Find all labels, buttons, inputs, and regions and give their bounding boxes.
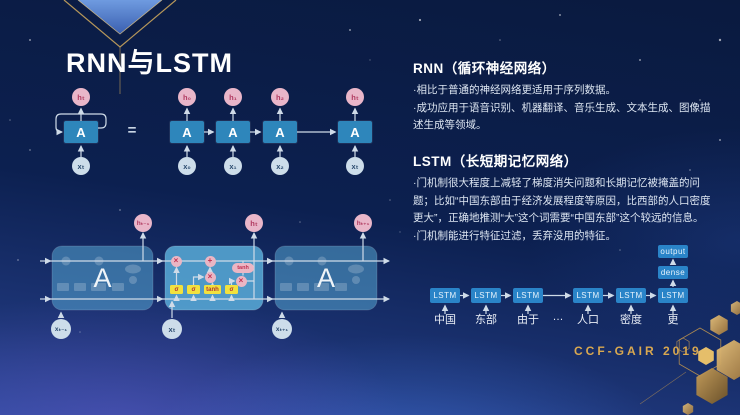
lstm-cell-prev-label: A [93,262,112,293]
lstm-bullet-2: ·门机制能进行特征过滤，丢弃没用的特征。 [413,229,616,242]
input-gate: σ [187,285,200,294]
lstm-bullet-1: ·门机制很大程度上减轻了梯度消失问题和长期记忆被掩盖的问题；比如“中国东部由于经… [413,176,711,225]
output-box: output [658,245,688,258]
output-gate: σ [225,285,238,294]
word-6: 更 [667,314,679,326]
lstm-chain-box-6: LSTM [658,288,688,303]
stars [9,14,722,333]
lstm-chain-box-1: LSTM [430,288,460,303]
word-4: 人口 [577,314,599,326]
rnn-x2-label: x₂ [271,157,289,175]
word-2: 东部 [475,314,497,326]
rnn-x1-label: x₁ [224,157,242,175]
rnn-single-h-label: hₜ [72,88,90,106]
word-1: 中国 [434,314,456,326]
rnn-single-cell: A [64,121,98,143]
rnn-bullet-1: ·相比于普通的神经网络更适用于序列数据。 [413,84,616,96]
lstm-chain-box-2: LSTM [471,288,501,303]
candidate-gate: tanh [204,285,221,294]
lstm-chain-box-4: LSTM [573,288,603,303]
output-tanh-op: tanh [232,263,254,273]
rnn-h1-label: h₁ [224,88,242,106]
rnn-cell-0: A [170,121,204,143]
rnn-ht-label: hₜ [346,88,364,106]
text-column: RNN（循环神经网络） ·相比于普通的神经网络更适用于序列数据。 ·成功应用于语… [413,57,716,245]
word-3: 由于 [517,314,539,326]
dense-box: dense [658,266,688,279]
input-multiply-op: × [204,271,216,283]
lstm-x-next-label: xₜ₊₁ [272,319,292,339]
lstm-h-prev-label: hₜ₋₁ [134,214,152,232]
rnn-single-x-label: xₜ [72,157,90,175]
forget-gate: σ [170,285,183,294]
equals-sign: = [127,122,137,139]
lstm-x-prev-label: xₜ₋₁ [51,319,71,339]
add-op: + [204,255,216,267]
rnn-h2-label: h₂ [271,88,289,106]
rnn-x0-label: x₀ [178,157,196,175]
conference-footer: CCF-GAIR 2019 [574,344,702,358]
rnn-diagram-lines [55,107,359,157]
lstm-h-t-label: hₜ [245,214,263,232]
diamond-icon [63,0,177,94]
rnn-cell-3: A [338,121,372,143]
lstm-cell-next-label: A [316,262,335,293]
lstm-h-next-label: hₜ₊₁ [354,214,372,232]
chain-lines [441,258,677,314]
page-title: RNN与LSTM [66,48,233,78]
lstm-chain-box-3: LSTM [513,288,543,303]
hexagon-cluster-icon [639,301,740,415]
word-5: 密度 [620,314,642,326]
lstm-x-t-label: xₜ [162,319,182,339]
output-multiply-op: × [235,275,247,287]
rnn-heading: RNN（循环神经网络） [413,61,556,76]
rnn-cell-1: A [216,121,250,143]
rnn-xt-label: xₜ [346,157,364,175]
lstm-diagram-lines [40,232,390,319]
lstm-chain-box-5: LSTM [616,288,646,303]
rnn-h0-label: h₀ [178,88,196,106]
forget-multiply-op: × [170,255,182,267]
lstm-heading: LSTM（长短期记忆网络） [413,153,578,169]
word-ellipsis: … [552,311,564,323]
rnn-bullet-2: ·成功应用于语音识别、机器翻译、音乐生成、文本生成、图像描述生成等领域。 [413,101,711,132]
lstm-cells [51,245,378,311]
rnn-cell-2: A [263,121,297,143]
